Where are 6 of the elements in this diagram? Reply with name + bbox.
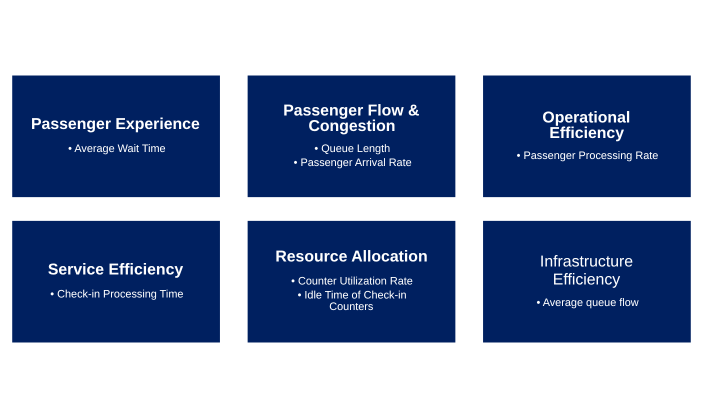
- node-box: Service Efficiency • Check-in Processing Time: [12, 220, 220, 342]
- node-box: Operational Efficiency • Passenger Processing Rate: [483, 74, 691, 197]
- node-box: Passenger Experience • Average Wait Time: [12, 74, 220, 197]
- node-box: Passenger Flow & Congestion • Queue Length • Passenger Arrival Rate: [248, 74, 456, 197]
- node-box: Resource Allocation • Counter Utilization Rate • Idle Time of Check-in Counters: [248, 220, 456, 342]
- node-box: Infrastructure Efficiency • Average queue flow: [483, 220, 691, 342]
